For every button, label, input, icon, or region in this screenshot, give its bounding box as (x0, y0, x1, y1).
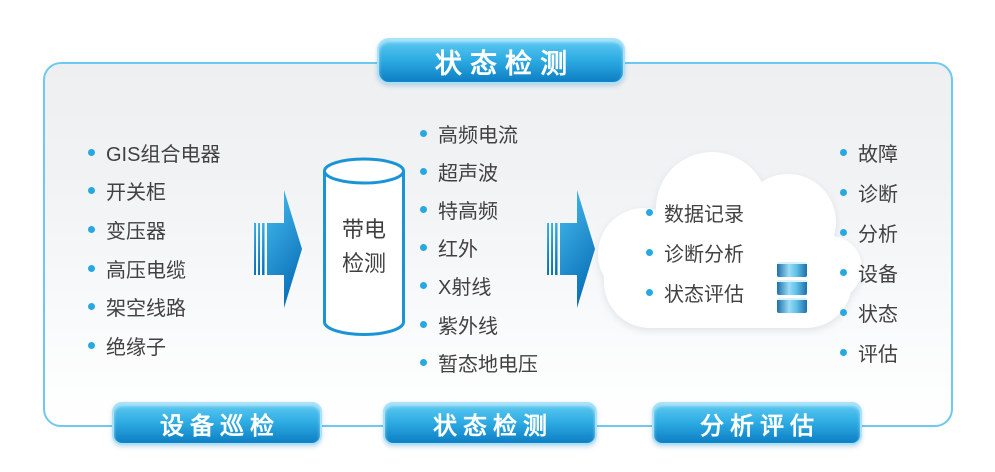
stage-banner-label: 状态检测 (433, 413, 553, 440)
list-item-label: 架空线路 (106, 298, 186, 321)
list-item: 故障 (840, 132, 898, 172)
stage-banner-analysis-evaluation: 分析评估 (652, 402, 862, 445)
list-item-label: 故障 (858, 143, 898, 166)
list-item-label: GIS组合电器 (106, 143, 221, 166)
cylinder-icon (323, 157, 405, 336)
bullet-icon (420, 358, 427, 366)
cylinder-label: 带电 检测 (322, 157, 406, 337)
flow-arrow-icon (547, 190, 595, 308)
list-item-label: 分析 (858, 223, 898, 246)
list-item: 变压器 (88, 210, 220, 249)
list-item: 高压电缆 (88, 249, 220, 288)
list-item-label: 高压电缆 (106, 259, 186, 282)
database-segment (777, 298, 807, 313)
database-segment (777, 262, 807, 277)
list-item-label: 状态 (858, 303, 898, 326)
top-title-banner: 状态检测 (377, 38, 625, 84)
list-item: 特高频 (420, 190, 538, 228)
list-item: 紫外线 (420, 305, 538, 343)
list-item-label: 诊断 (858, 183, 898, 206)
list-item: 绝缘子 (88, 326, 220, 365)
bullet-icon (420, 282, 427, 290)
stage-banner-label: 分析评估 (700, 413, 820, 440)
list-item: 红外 (420, 229, 538, 267)
list-item-label: 超声波 (438, 162, 498, 185)
list-item: 高频电流 (420, 114, 538, 152)
list-item-label: X射线 (438, 277, 492, 300)
bullet-icon (646, 288, 653, 296)
list-item-label: 数据记录 (664, 203, 744, 226)
bullet-icon (840, 308, 847, 316)
list-item: 超声波 (420, 152, 538, 190)
list-item-label: 红外 (438, 239, 478, 262)
list-item-label: 绝缘子 (106, 336, 166, 359)
list-item: 分析 (840, 212, 898, 252)
results-list: 故障 诊断 分析 设备 状态 评估 (840, 132, 898, 372)
bullet-icon (88, 187, 95, 195)
bullet-icon (88, 225, 95, 233)
list-item-label: 状态评估 (664, 283, 744, 306)
bullet-icon (420, 244, 427, 252)
bullet-icon (840, 268, 847, 276)
bullet-icon (420, 129, 427, 137)
list-item-label: 变压器 (106, 220, 166, 243)
bullet-icon (420, 320, 427, 328)
equipment-list: GIS组合电器 开关柜 变压器 高压电缆 架空线路 绝缘子 (88, 133, 220, 365)
bullet-icon (840, 188, 847, 196)
list-item-label: 评估 (858, 343, 898, 366)
list-item-label: 开关柜 (106, 182, 166, 205)
bullet-icon (646, 248, 653, 256)
list-item: 暂态地电压 (420, 343, 538, 381)
list-item-label: 高频电流 (438, 124, 518, 147)
list-item: 诊断 (840, 172, 898, 212)
bullet-icon (840, 228, 847, 236)
list-item-label: 特高频 (438, 200, 498, 223)
bullet-icon (88, 148, 95, 156)
bullet-icon (840, 348, 847, 356)
list-item-label: 紫外线 (438, 315, 498, 338)
list-item: 架空线路 (88, 287, 220, 326)
list-item: 状态 (840, 292, 898, 332)
list-item: 评估 (840, 332, 898, 372)
detection-methods-list: 高频电流 超声波 特高频 红外 X射线 紫外线 暂态地电压 (420, 114, 538, 381)
bullet-icon (840, 148, 847, 156)
bullet-icon (88, 341, 95, 349)
top-title-label: 状态检测 (434, 48, 576, 79)
list-item: 开关柜 (88, 172, 220, 211)
list-item: 状态评估 (646, 272, 744, 312)
stage-banner-equipment-inspection: 设备巡检 (112, 402, 322, 445)
bullet-icon (88, 303, 95, 311)
cylinder-label-line2: 检测 (341, 251, 386, 276)
cloud-process-list: 数据记录 诊断分析 状态评估 (646, 192, 744, 312)
flow-arrow-icon (254, 190, 302, 308)
database-segment (777, 280, 807, 295)
bullet-icon (420, 205, 427, 213)
stage-banner-label: 设备巡检 (160, 413, 280, 440)
database-icon (777, 262, 807, 316)
bullet-icon (646, 208, 653, 216)
bullet-icon (88, 264, 95, 272)
cylinder-label-line1: 带电 (341, 216, 386, 242)
list-item: GIS组合电器 (88, 133, 220, 172)
list-item: 设备 (840, 252, 898, 292)
bullet-icon (420, 167, 427, 175)
list-item-label: 诊断分析 (664, 243, 744, 266)
list-item: X射线 (420, 267, 538, 305)
stage-banner-status-detection: 状态检测 (383, 402, 597, 445)
list-item: 诊断分析 (646, 232, 744, 272)
list-item-label: 设备 (858, 263, 898, 286)
list-item-label: 暂态地电压 (438, 353, 538, 376)
list-item: 数据记录 (646, 192, 744, 232)
